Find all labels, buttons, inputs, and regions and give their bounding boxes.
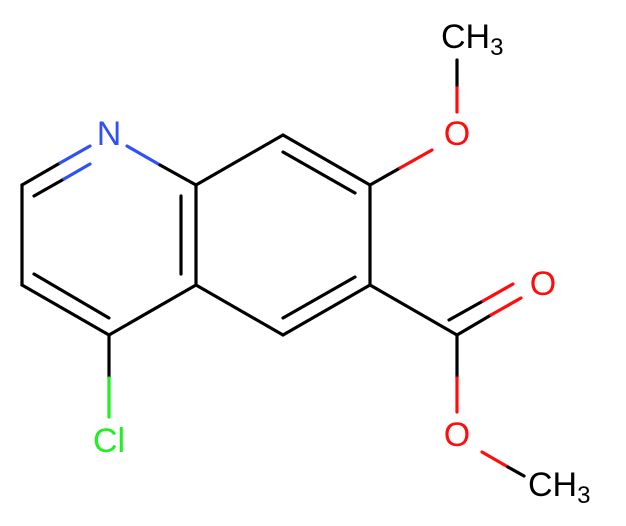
bond-c3-c4-outer — [20, 283, 111, 337]
bond-c3-c4-inner — [32, 272, 111, 320]
bond-c6-c5-inner — [281, 275, 357, 320]
bond-c4-c4a — [107, 283, 198, 337]
bond-cester-o-outer-red — [489, 296, 523, 317]
bond-c6-cester — [368, 283, 459, 337]
atom-methyl-top: CH3 — [441, 18, 503, 61]
atom-labels: N O CH3 O O CH3 Cl — [93, 18, 591, 509]
bond-n-c2-inner-blue — [62, 162, 92, 181]
bond-n-c2-inner-black — [32, 177, 66, 198]
bond-cester-o-inner-red — [481, 282, 515, 303]
atom-methyl-bottom: CH3 — [528, 466, 590, 509]
bond-n-c2-outer-black — [20, 161, 62, 187]
methyl-bottom-subscript: 3 — [577, 482, 590, 509]
bond-c8-c7-inner — [281, 150, 357, 195]
bonds — [20, 58, 526, 478]
methyl-top-symbol: CH — [441, 18, 490, 56]
bond-c8a-c8 — [194, 133, 285, 187]
bond-oester-ch3-red — [480, 450, 510, 469]
bond-c7-o-black — [368, 166, 402, 187]
atom-oxygen-methoxy: O — [444, 115, 470, 153]
bond-cester-o-inner-black — [447, 299, 485, 322]
atom-oxygen-ester: O — [444, 416, 470, 454]
atom-nitrogen: N — [97, 115, 122, 153]
bond-cester-o-outer-black — [455, 313, 493, 337]
methyl-top-subscript: 3 — [490, 34, 503, 61]
atom-chlorine: Cl — [93, 422, 125, 460]
bond-c5-c4a — [194, 283, 285, 337]
bond-c6-c5-outer — [281, 283, 372, 337]
bond-n-c8a-blue — [125, 144, 162, 167]
bond-c8-c7-outer — [281, 133, 372, 187]
bond-c7-o-red — [398, 148, 434, 170]
bond-n-c2-outer-blue — [58, 144, 92, 165]
atom-oxygen-carbonyl: O — [530, 265, 556, 303]
bond-oester-ch3-black — [506, 465, 526, 478]
methyl-bottom-symbol: CH — [528, 466, 577, 504]
bond-n-c8a-black — [158, 163, 198, 187]
